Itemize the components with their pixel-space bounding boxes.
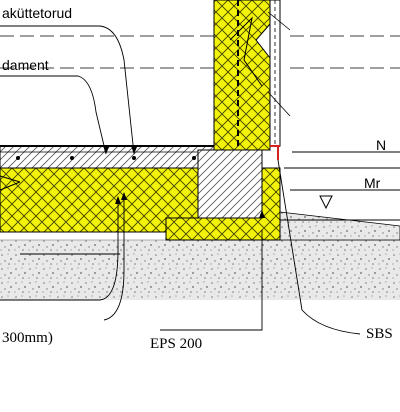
floor-slab (0, 145, 219, 169)
leader-arrowheads (103, 146, 265, 218)
wall-cladding (267, 0, 291, 160)
label-eps: EPS 200 (150, 336, 202, 352)
reference-lines (0, 35, 400, 69)
label-mark-right: Mr (364, 175, 381, 191)
wall-insulation (213, 0, 271, 151)
label-spacing: 300mm) (2, 330, 53, 346)
leader-lines (0, 25, 400, 335)
ground-surface (279, 189, 400, 241)
label-sbs: SBS (366, 326, 393, 342)
label-heating-pipes: aküttetorud (2, 5, 72, 21)
label-foundation: dament (2, 57, 49, 73)
label-n-marker: N (376, 137, 386, 153)
gravel-base (0, 239, 400, 300)
